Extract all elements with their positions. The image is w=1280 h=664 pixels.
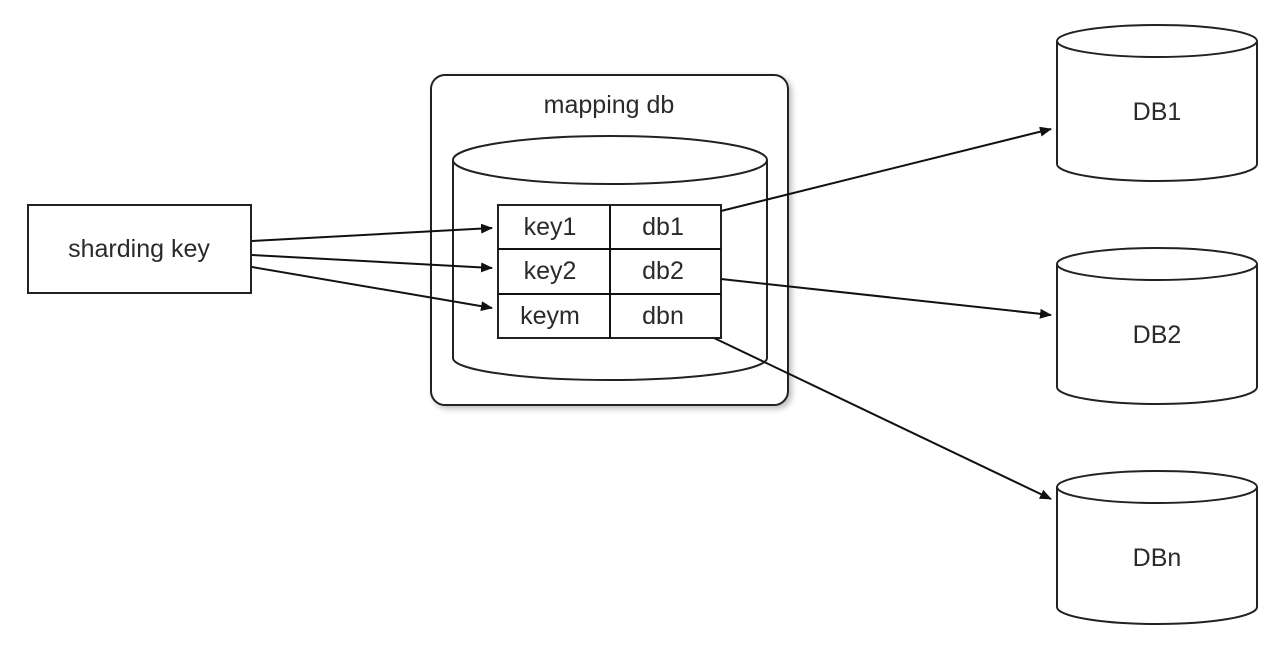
database-label: DB1 xyxy=(1133,98,1182,126)
database-db2: DB2 xyxy=(1056,247,1258,405)
database-dbn: DBn xyxy=(1056,470,1258,625)
mapping-db-cell: dbn xyxy=(642,302,684,330)
database-db1: DB1 xyxy=(1056,24,1258,182)
arrow-to-db1 xyxy=(720,126,1052,212)
mapping-db-container: mapping db key1 db1 key2 db2 keym dbn xyxy=(430,74,789,406)
mapping-db-title: mapping db xyxy=(544,91,675,119)
mapping-key-cell: keym xyxy=(520,302,580,330)
arrow-to-key1 xyxy=(251,223,493,242)
mapping-key-cell: key2 xyxy=(524,257,577,285)
arrow-to-key2 xyxy=(251,254,493,273)
mapping-table: key1 db1 key2 db2 keym dbn xyxy=(497,204,722,339)
key-lookup-arrows xyxy=(251,223,493,312)
arrow-to-keym xyxy=(251,266,493,312)
mapping-db-cell: db1 xyxy=(642,213,684,241)
arrow-to-db2 xyxy=(720,278,1052,319)
database-label: DBn xyxy=(1133,544,1182,572)
arrow-to-dbn xyxy=(713,337,1052,500)
database-label: DB2 xyxy=(1133,321,1182,349)
mapping-key-cell: key1 xyxy=(524,213,577,241)
sharding-key-box: sharding key xyxy=(27,204,252,294)
routing-arrows xyxy=(713,126,1052,500)
sharding-key-label: sharding key xyxy=(68,235,210,263)
mapping-db-cell: db2 xyxy=(642,257,684,285)
